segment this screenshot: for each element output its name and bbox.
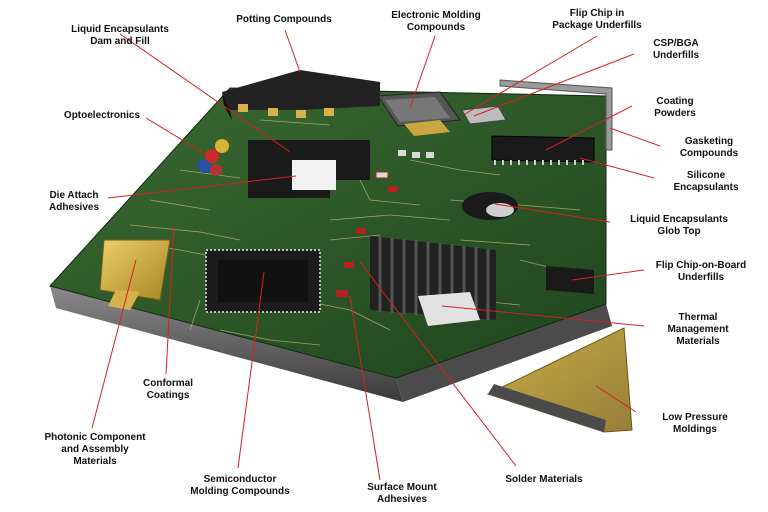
glob-top-highlight — [486, 203, 514, 217]
label-glob-top: Liquid Encapsulants Glob Top — [630, 214, 728, 237]
label-gasketing: Gasketing Compounds — [679, 136, 739, 159]
label-conformal: Conformal Coatings — [143, 378, 193, 401]
potting-compound — [222, 70, 380, 110]
photonic-lead — [108, 290, 140, 310]
label-silicone: Silicone Encapsulants — [673, 170, 739, 193]
label-optoelectronics: Optoelectronics — [63, 110, 141, 121]
label-low-pressure: Low Pressure Moldings — [662, 412, 728, 435]
csp-pins — [494, 160, 584, 165]
leader-lines — [91, 29, 661, 481]
label-die-attach: Die Attach Adhesives — [48, 190, 100, 213]
flip-chip-board — [546, 266, 594, 294]
thermal-pad — [418, 292, 480, 326]
label-photonic: Photonic Component and Assembly Material… — [44, 432, 146, 467]
low-pressure-molding — [486, 327, 633, 433]
flip-chip-package — [461, 105, 507, 125]
board-right-edge — [396, 304, 612, 402]
smt-components — [336, 150, 434, 297]
label-potting-compounds: Potting Compounds — [236, 14, 332, 25]
low-pressure-edge — [488, 384, 606, 432]
board-left-edge — [50, 286, 403, 402]
potting-components — [238, 104, 334, 118]
optoelectronic-leds — [197, 139, 229, 176]
label-surface-mount: Surface Mount Adhesives — [367, 482, 437, 505]
label-flip-chip-package: Flip Chip in Package Underfills — [552, 8, 642, 31]
csp-chip — [491, 135, 595, 163]
label-csp-bga: CSP/BGA Underfills — [652, 38, 700, 61]
label-semiconductor: Semiconductor Molding Compounds — [190, 474, 290, 497]
label-solder: Solder Materials — [505, 474, 583, 485]
potting-shadow — [222, 92, 232, 120]
label-liquid-encapsulants-dam: Liquid Encapsulants Dam and Fill — [71, 24, 169, 47]
label-coating-powders: Coating Powders — [654, 96, 696, 119]
photonic-gold — [99, 239, 171, 301]
label-flip-chip-board: Flip Chip-on-Board Underfills — [655, 260, 747, 283]
gasket-rail — [499, 79, 613, 151]
emc-gold-pad — [404, 120, 450, 136]
emc-chip-top — [385, 97, 450, 122]
label-thermal: Thermal Management Materials — [667, 312, 729, 347]
die-attach-white — [292, 160, 336, 190]
label-electronic-molding: Electronic Molding Compounds — [391, 10, 481, 33]
